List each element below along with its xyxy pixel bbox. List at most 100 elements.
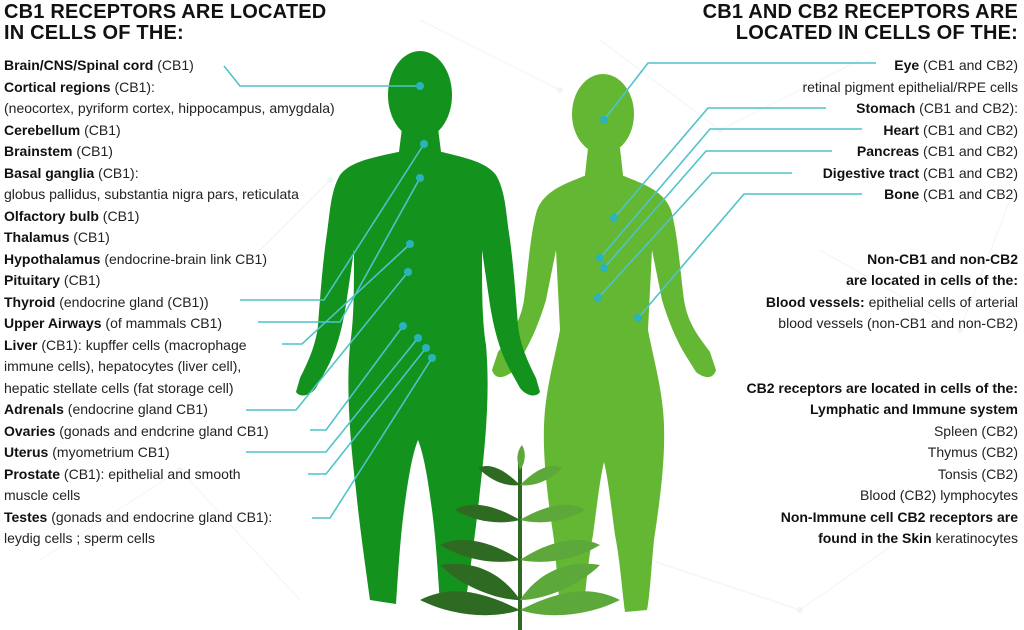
organ-row: Non-CB1 and non-CB2 — [746, 249, 1018, 271]
organ-name: Stomach — [856, 100, 916, 116]
ovaries-leader-line — [310, 325, 404, 431]
organ-row: Basal ganglia (CB1): — [4, 163, 335, 185]
organ-detail: (CB1) — [153, 57, 194, 73]
liver-leader-line — [282, 243, 411, 345]
brain-leader-line — [223, 65, 420, 87]
organ-row: Spleen (CB2) — [746, 421, 1018, 443]
organ-name: Lymphatic and Immune system — [810, 401, 1018, 417]
organ-name: Eye — [894, 57, 920, 73]
organ-name: Cerebellum — [4, 121, 81, 138]
organ-name: Pancreas — [856, 143, 920, 159]
organ-row: muscle cells — [4, 485, 335, 507]
bone-leader-dot — [634, 314, 642, 322]
cannabis-plant — [420, 445, 620, 630]
organ-name: are located in cells of the: — [846, 272, 1018, 288]
organ-row: found in the Skin keratinocytes — [746, 528, 1018, 550]
organ-row: Thymus (CB2) — [746, 442, 1018, 464]
organ-name: Digestive tract — [822, 164, 920, 181]
organ-detail: (CB1) — [98, 207, 140, 224]
organ-detail: (CB1): epithelial and smooth — [60, 465, 241, 482]
uterus-leader-dot — [414, 334, 422, 342]
organ-row: Brainstem (CB1) — [4, 141, 335, 163]
organ-row: Stomach (CB1 and CB2): — [746, 98, 1018, 120]
liver-leader-dot — [406, 240, 414, 248]
organ-name: Non-Immune cell CB2 receptors are — [780, 508, 1018, 525]
organ-row: (neocortex, pyriform cortex, hippocampus… — [4, 98, 335, 120]
organ-detail: (gonads and endocrine gland CB1): — [47, 508, 273, 525]
pancreas-leader-dot — [600, 264, 608, 272]
right-leader-lines — [594, 62, 876, 322]
upper-airways-leader-line — [258, 177, 421, 323]
right-heading: CB1 AND CB2 RECEPTORS ARE LOCATED IN CEL… — [703, 2, 1018, 44]
organ-row: Pituitary (CB1) — [4, 270, 335, 292]
pancreas-leader-line — [603, 150, 832, 269]
organ-row: Brain/CNS/Spinal cord (CB1) — [4, 55, 335, 77]
organ-row: leydig cells ; sperm cells — [4, 528, 335, 550]
organ-row: Thyroid (endocrine gland (CB1)) — [4, 292, 335, 314]
organ-detail: Blood (CB2) lymphocytes — [860, 487, 1018, 503]
organ-row: Eye (CB1 and CB2) — [746, 55, 1018, 77]
organ-detail: Tonsis (CB2) — [937, 465, 1018, 482]
organ-name: Pituitary — [4, 272, 61, 288]
eye-leader-line — [603, 62, 876, 121]
organ-row: Hypothalamus (endocrine-brain link CB1) — [4, 249, 335, 271]
digestive-tract-leader-dot — [594, 294, 602, 302]
organ-name: CB2 receptors are located in cells of th… — [746, 379, 1018, 396]
organ-name: Thyroid — [4, 293, 56, 310]
organ-row: Uterus (myometrium CB1) — [4, 442, 335, 464]
organ-detail: (CB1 and CB2): — [915, 100, 1018, 116]
organ-row: Testes (gonads and endocrine gland CB1): — [4, 507, 335, 529]
organ-detail: (endocrine gland (CB1)) — [55, 293, 209, 310]
organ-name: Testes — [4, 508, 48, 525]
organ-row: globus pallidus, substantia nigra pars, … — [4, 184, 335, 206]
organ-detail: (endocrine gland CB1) — [63, 401, 208, 417]
eye-leader-dot — [600, 116, 608, 124]
organ-detail: muscle cells — [4, 487, 81, 503]
adrenals-leader-dot — [404, 268, 412, 276]
spacer — [746, 206, 1018, 249]
organ-name: Upper Airways — [4, 315, 102, 331]
organ-name: Hypothalamus — [4, 250, 101, 267]
right-heading-line-2: LOCATED IN CELLS OF THE: — [735, 22, 1018, 44]
organ-row: Blood (CB2) lymphocytes — [746, 485, 1018, 507]
organ-detail: (CB1 and CB2) — [919, 57, 1018, 73]
thyroid-leader-line — [240, 143, 425, 301]
organ-row: Pancreas (CB1 and CB2) — [746, 141, 1018, 163]
organ-row: Blood vessels: epithelial cells of arter… — [746, 292, 1018, 314]
organ-detail: (CB1): kupffer cells (macrophage — [37, 336, 247, 353]
organ-detail: (endocrine-brain link CB1) — [100, 250, 267, 267]
organ-row: Cortical regions (CB1): — [4, 77, 335, 99]
organ-name: found in the Skin — [818, 530, 932, 546]
female-figure — [492, 74, 716, 612]
testes-leader-dot — [428, 354, 436, 362]
prostate-leader-line — [308, 347, 427, 475]
left-heading-line-1: CB1 RECEPTORS ARE LOCATED — [4, 1, 327, 23]
uterus-leader-line — [246, 337, 419, 453]
organ-detail: (CB1 and CB2) — [919, 143, 1018, 159]
organ-name: Heart — [883, 121, 920, 138]
right-heading-line-1: CB1 AND CB2 RECEPTORS ARE — [702, 1, 1018, 23]
organ-name: Ovaries — [4, 422, 56, 439]
spacer — [746, 335, 1018, 378]
organ-row: Adrenals (endocrine gland CB1) — [4, 399, 335, 421]
organ-detail: Spleen (CB2) — [933, 422, 1018, 439]
organ-detail: epithelial cells of arterial — [864, 293, 1018, 310]
organ-detail: (gonads and endcrine gland CB1) — [55, 422, 269, 439]
organ-detail: (CB1 and CB2) — [919, 164, 1018, 181]
digestive-tract-leader-line — [597, 172, 792, 299]
thyroid-leader-dot — [420, 140, 428, 148]
organ-name: Basal ganglia — [4, 164, 95, 181]
heart-leader-line — [599, 128, 862, 259]
organ-row: Cerebellum (CB1) — [4, 120, 335, 142]
organ-detail: (CB1 and CB2) — [919, 121, 1018, 138]
organ-detail: (neocortex, pyriform cortex, hippocampus… — [4, 100, 335, 116]
organ-detail: blood vessels (non-CB1 and non-CB2) — [778, 315, 1018, 331]
organ-name: Adrenals — [4, 401, 64, 417]
left-heading: CB1 RECEPTORS ARE LOCATED IN CELLS OF TH… — [4, 2, 326, 44]
organ-detail: hepatic stellate cells (fat storage cell… — [4, 379, 234, 396]
adrenals-leader-line — [246, 271, 409, 411]
organ-name: Olfactory bulb — [4, 207, 99, 224]
organ-detail: (CB1): — [110, 78, 155, 95]
organ-name: Cortical regions — [4, 78, 111, 95]
organ-row: Heart (CB1 and CB2) — [746, 120, 1018, 142]
